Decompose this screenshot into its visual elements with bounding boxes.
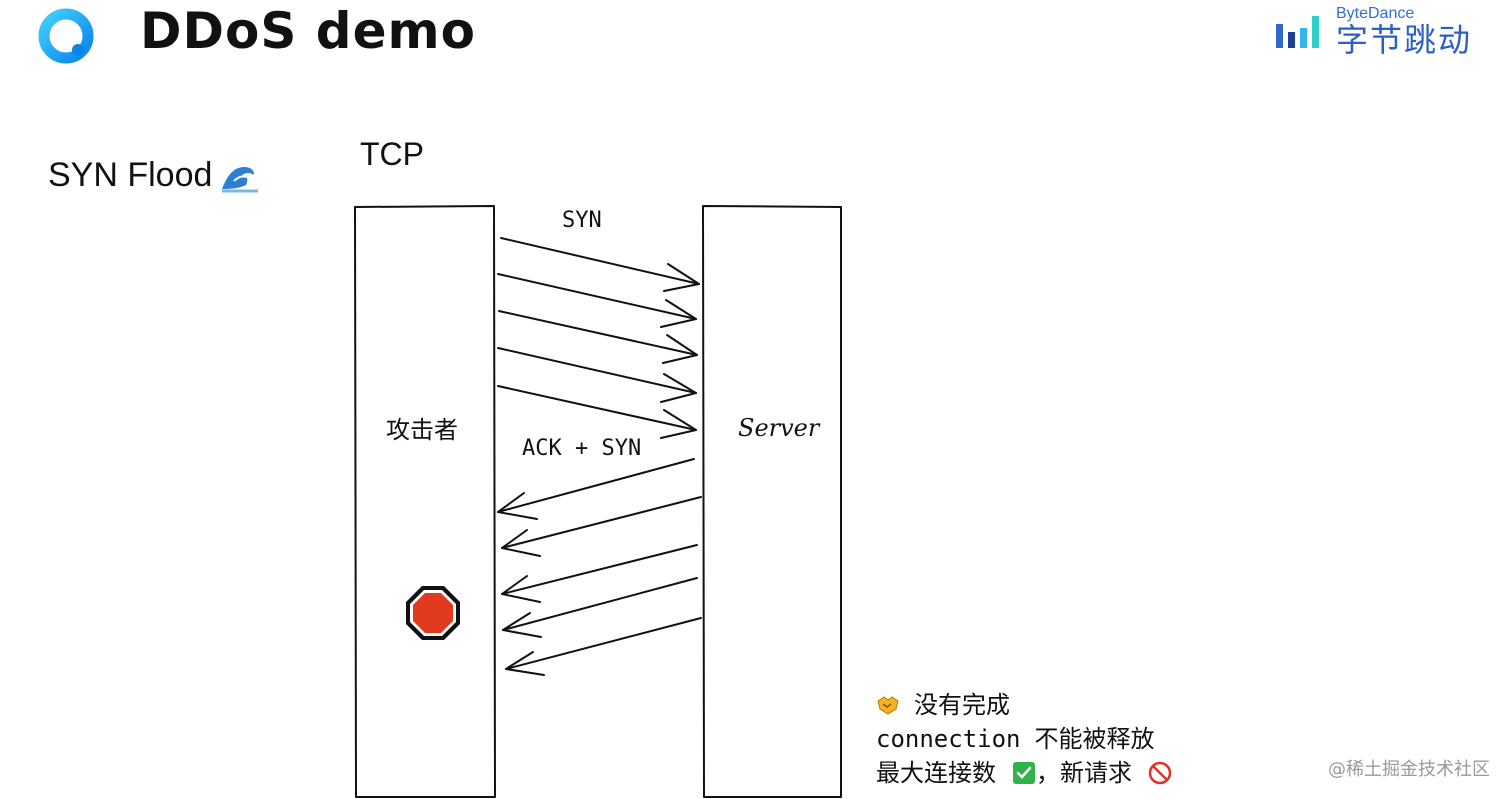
check-mark-icon [1013, 762, 1035, 784]
syn-arrows [497, 237, 700, 439]
note-line-2: connection 不能被释放 [876, 722, 1172, 756]
attacker-label: 攻击者 [386, 416, 458, 444]
stop-sign-icon [406, 586, 460, 640]
topic-label: SYN Flood [48, 156, 260, 195]
prohibited-icon [1148, 761, 1172, 785]
brand-name-cn: 字节跳动 [1335, 21, 1472, 59]
logo-icon [38, 8, 94, 64]
ack-syn-label: ACK + SYN [522, 436, 642, 461]
note-line-3: 最大连接数 ，新请求 [876, 756, 1172, 790]
server-box [702, 205, 842, 798]
topic-text: SYN Flood [48, 156, 213, 194]
note-text-3a: 最大连接数 [876, 759, 996, 787]
page-title: DDoS demo [140, 2, 476, 60]
server-label: Server [738, 414, 820, 442]
watermark: @稀土掘金技术社区 [1328, 759, 1490, 780]
handshake-icon [877, 696, 899, 715]
note-line-1: 没有完成 [876, 688, 1172, 722]
notes: 没有完成 connection 不能被释放 最大连接数 ，新请求 [876, 688, 1172, 790]
note-text-2: 不能被释放 [1034, 725, 1155, 753]
ack-syn-arrows [497, 458, 702, 676]
note-text-1: 没有完成 [914, 691, 1010, 719]
note-code: connection [876, 725, 1021, 753]
bytedance-bars-icon [1275, 16, 1319, 48]
protocol-label: TCP [360, 136, 424, 172]
attacker-box [354, 205, 496, 798]
syn-label: SYN [562, 208, 602, 233]
brand-name-en: ByteDance [1335, 5, 1415, 22]
wave-icon [222, 166, 259, 192]
note-text-3b: ，新请求 [1036, 759, 1132, 787]
brand-logo: ByteDance 字节跳动 [1274, 6, 1472, 58]
